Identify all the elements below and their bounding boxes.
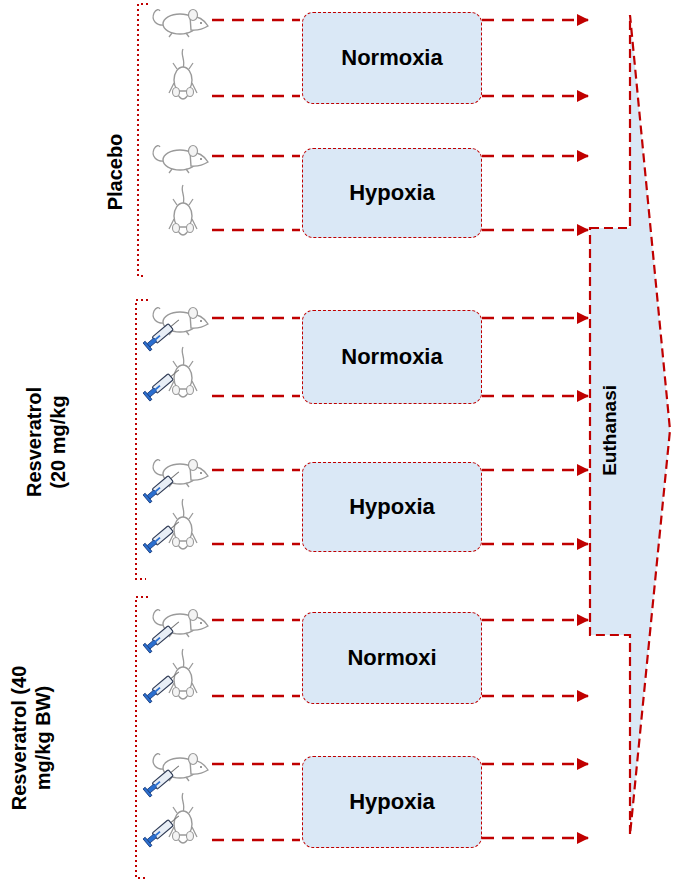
condition-box: Normoxia: [302, 310, 482, 404]
group-label: Resveratrol (40 mg/kg BW): [7, 663, 55, 813]
dashed-arrow: [482, 95, 588, 98]
dashed-lead-line: [212, 20, 300, 840]
group-label: Resveratrol (20 mg/kg: [22, 381, 70, 503]
condition-box: Normoxi: [302, 612, 482, 704]
dashed-arrow: [482, 763, 588, 766]
arrow-outline-path: [590, 15, 670, 835]
condition-label: Hypoxia: [349, 494, 435, 520]
dashed-arrow: [482, 229, 588, 232]
group-bracket: [136, 4, 148, 878]
dashed-arrow: [482, 619, 588, 622]
condition-box: Normoxia: [302, 12, 482, 104]
dashed-arrow: [482, 543, 588, 546]
dashed-arrow: [482, 469, 588, 472]
dashed-arrow: [482, 695, 588, 698]
dashed-arrow: [482, 317, 588, 320]
condition-label: Hypoxia: [349, 180, 435, 206]
dashed-arrow: [482, 837, 588, 840]
dashed-arrow: [482, 19, 588, 22]
syringe-icons: [143, 316, 182, 847]
condition-box: Hypoxia: [302, 462, 482, 552]
node-label: Euthanasi: [599, 384, 622, 475]
condition-label: Normoxia: [341, 45, 442, 71]
group-label: Placebo: [103, 112, 127, 232]
condition-box: Hypoxia: [302, 148, 482, 238]
euthanasia-arrow-shape: Euthanasi: [588, 10, 672, 840]
condition-label: Hypoxia: [349, 789, 435, 815]
mouse-icons: [153, 10, 208, 844]
dashed-arrow: [482, 155, 588, 158]
dashed-arrow: [482, 395, 588, 398]
condition-label: Normoxi: [347, 645, 436, 671]
condition-box: Hypoxia: [302, 756, 482, 848]
condition-label: Normoxia: [341, 344, 442, 370]
